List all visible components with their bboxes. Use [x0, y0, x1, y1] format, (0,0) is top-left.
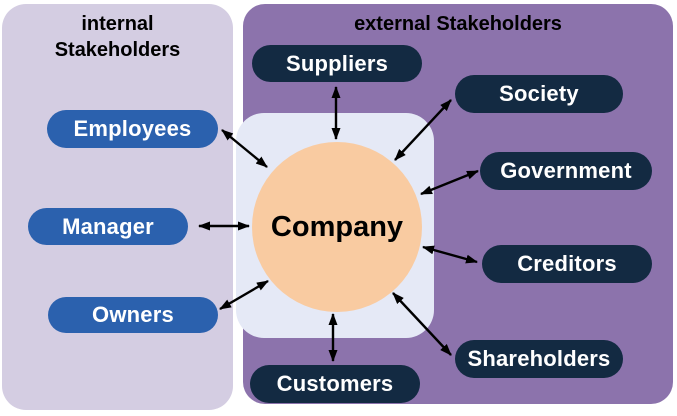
- internal-panel-title: internal Stakeholders: [54, 13, 181, 62]
- node-customers: Customers: [250, 365, 420, 403]
- node-government: Government: [480, 152, 652, 190]
- external-panel-title: external Stakeholders: [354, 13, 562, 35]
- node-creditors: Creditors: [482, 245, 652, 283]
- node-suppliers: Suppliers: [252, 45, 422, 82]
- company-node: Company: [252, 142, 422, 312]
- node-society: Society: [455, 75, 623, 113]
- internal-stakeholders-panel: internal Stakeholders: [2, 4, 233, 410]
- node-employees: Employees: [47, 110, 218, 148]
- node-shareholders: Shareholders: [455, 340, 623, 378]
- node-manager: Manager: [28, 208, 188, 245]
- node-owners: Owners: [48, 297, 218, 333]
- company-label: Company: [270, 210, 404, 243]
